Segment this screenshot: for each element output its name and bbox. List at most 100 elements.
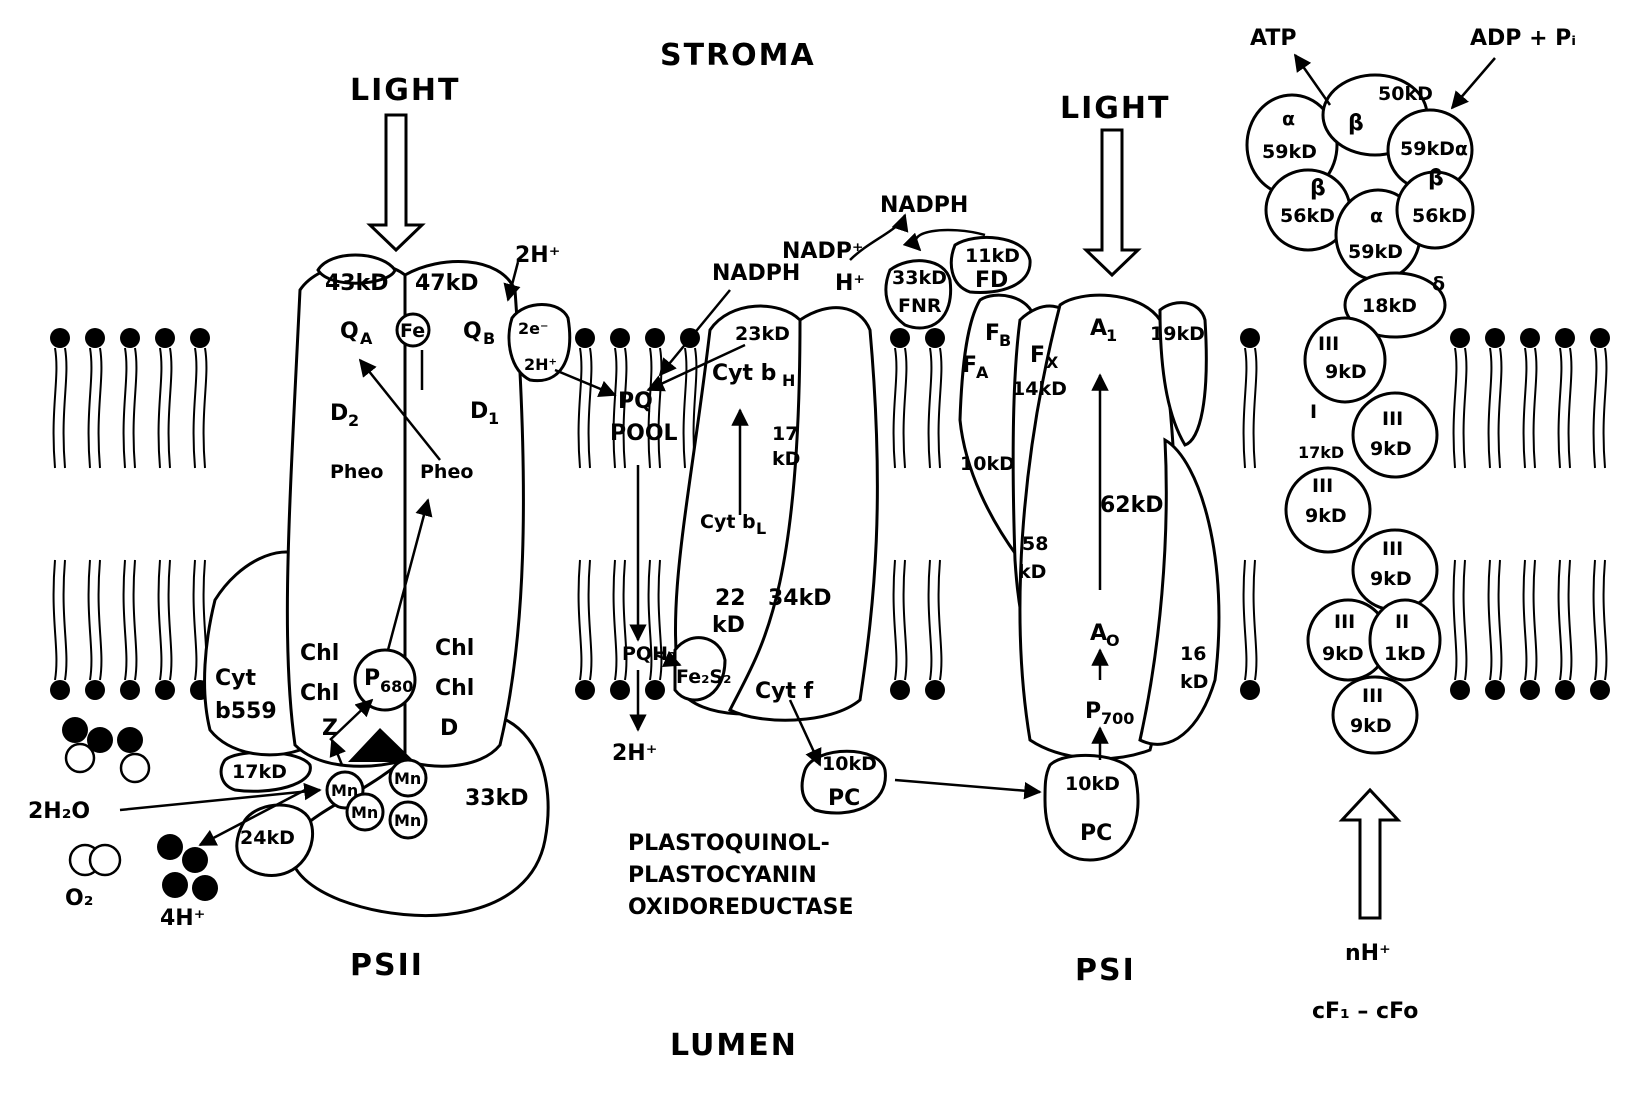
atp-alpha2-label: α (1370, 205, 1383, 227)
lipid-head-bottom (1485, 680, 1505, 700)
psi-19kd-subunit (1158, 301, 1208, 447)
lipid-tail (577, 559, 583, 681)
lipid-head-top (190, 328, 210, 348)
psii-qa-label: Q (340, 319, 359, 344)
atp-c-ii (1368, 598, 1442, 682)
lipid-tail (97, 559, 103, 681)
pq-pool: PQ POOL PQH₂ 2H⁺ (610, 389, 678, 766)
lipid-tail (622, 559, 628, 681)
lipid-tail (167, 347, 173, 469)
arrow-to-pq-pool (554, 368, 617, 398)
light-label-left: LIGHT (350, 73, 460, 108)
psii-qb-label: Q (463, 319, 482, 344)
lipid-tail (1557, 347, 1563, 469)
lipid-tail (1487, 347, 1493, 469)
adp-label: ADP + Pᵢ (1470, 26, 1576, 51)
psii-pheo-label-1: Pheo (330, 461, 383, 483)
lipid-tail (1462, 559, 1468, 681)
arrow-fd-to-fnr (902, 228, 986, 252)
psi-p700-sub: 700 (1101, 709, 1134, 728)
atp-59kd-b-label: 59kD (1348, 241, 1403, 263)
fnr-fd: NADPH NADP⁺ H⁺ 33kD FNR 11kD FD (782, 193, 1032, 330)
arrow-cyt-to-pq (646, 343, 746, 392)
oxygen-atom-2 (88, 843, 122, 877)
thylakoid-membrane (50, 328, 1610, 700)
arrow-atp-out (1293, 53, 1332, 106)
lipid-tail (657, 347, 663, 469)
psii-24kd-subunit (235, 803, 315, 877)
atp-59kd-alpha-label: 59kDα (1400, 138, 1468, 160)
pq-label: PQ (618, 389, 653, 414)
lipid-head-bottom (155, 680, 175, 700)
atp-label: ATP (1250, 26, 1296, 51)
psii-cyt-label: Cyt (215, 666, 256, 691)
lipid-tail (1522, 347, 1528, 469)
psii-z-label: Z (322, 716, 338, 741)
lipid-head-bottom (925, 680, 945, 700)
lipid-tail (1602, 347, 1608, 469)
atp-ii-label: II (1395, 611, 1409, 633)
pq-2h-label: 2H⁺ (612, 741, 657, 766)
mn-label-3: Mn (351, 803, 378, 822)
lipid-tail (1497, 559, 1503, 681)
lipid-head-top (85, 328, 105, 348)
lipid-tail (1462, 347, 1468, 469)
psi-14kd-label: 14kD (1012, 378, 1067, 400)
lipid-tail (1497, 347, 1503, 469)
psi-16kd-subunit (1138, 437, 1221, 746)
fe2s2-label: Fe₂S₂ (676, 666, 731, 688)
pc-left-label: PC (828, 786, 860, 811)
psi-16-label: 16 (1180, 643, 1206, 665)
lipid-head-bottom (85, 680, 105, 700)
lipid-tail (1487, 559, 1493, 681)
psi-label: PSI (1075, 953, 1136, 988)
mn-cluster-4 (388, 800, 428, 840)
lipid-head-top (1590, 328, 1610, 348)
atp-1kd-label: 1kD (1384, 643, 1426, 665)
cytbl-sub: L (756, 519, 766, 538)
lipid-tail (1252, 347, 1258, 469)
arrow-nadp-to-nadph (849, 213, 909, 261)
lipid-tail (892, 559, 898, 681)
lipid-tail (132, 347, 138, 469)
lipid-tail (622, 347, 628, 469)
lipid-tail (587, 559, 593, 681)
psii-p680-label: P (364, 666, 380, 691)
arrow-pheo-to-qa (358, 358, 441, 461)
cyt-name-line-1: PLASTOQUINOL- (628, 831, 830, 856)
lipid-head-bottom (50, 680, 70, 700)
atp-9kd-label-4: 9kD (1370, 568, 1412, 590)
arrow-mn-to-z (329, 738, 346, 766)
lipid-tail (1532, 559, 1538, 681)
lipid-tail (62, 347, 68, 469)
atp-9kd-label-3: 9kD (1305, 505, 1347, 527)
psii-47kd-label: 47kD (415, 271, 479, 296)
atp-alpha1-label: α (1282, 108, 1295, 130)
arrow-water-to-mn (119, 782, 322, 812)
pc-left-10kd-label: 10kD (822, 753, 877, 775)
atp-c-iii-3 (1284, 466, 1372, 554)
cyt-17kd-label: kD (772, 448, 800, 470)
fe2s2-center (673, 636, 727, 702)
atp-delta-18kd (1343, 271, 1447, 339)
psii-d2-label: D (330, 401, 348, 426)
psi-16kd-label: kD (1180, 671, 1208, 693)
psii-p680-center (353, 648, 417, 712)
pc-right-label: PC (1080, 821, 1112, 846)
psi-fb-sub: B (999, 331, 1011, 350)
psi-a0-label: A (1090, 621, 1107, 646)
lipid-tail (1567, 559, 1573, 681)
arrow-p680-to-pheo (386, 498, 433, 651)
lipid-tail (97, 347, 103, 469)
atp-iii-label-2: III (1382, 408, 1403, 430)
psi-fa-label: F (962, 353, 977, 378)
pc-right-10kd-label: 10kD (1065, 773, 1120, 795)
lipid-tail (87, 559, 93, 681)
psii-d-label: D (440, 716, 458, 741)
lipid-tail (1557, 559, 1563, 681)
atp-56kd-b-label: 56kD (1412, 205, 1467, 227)
psii-p680-sub: 680 (380, 677, 413, 696)
cyt-22-label: 22 (715, 586, 746, 611)
mn-cluster-3 (345, 792, 385, 832)
psii-complex: 43kD 47kD Q A Fe Q B D 2 D 1 Pheo Pheo C… (28, 243, 617, 983)
